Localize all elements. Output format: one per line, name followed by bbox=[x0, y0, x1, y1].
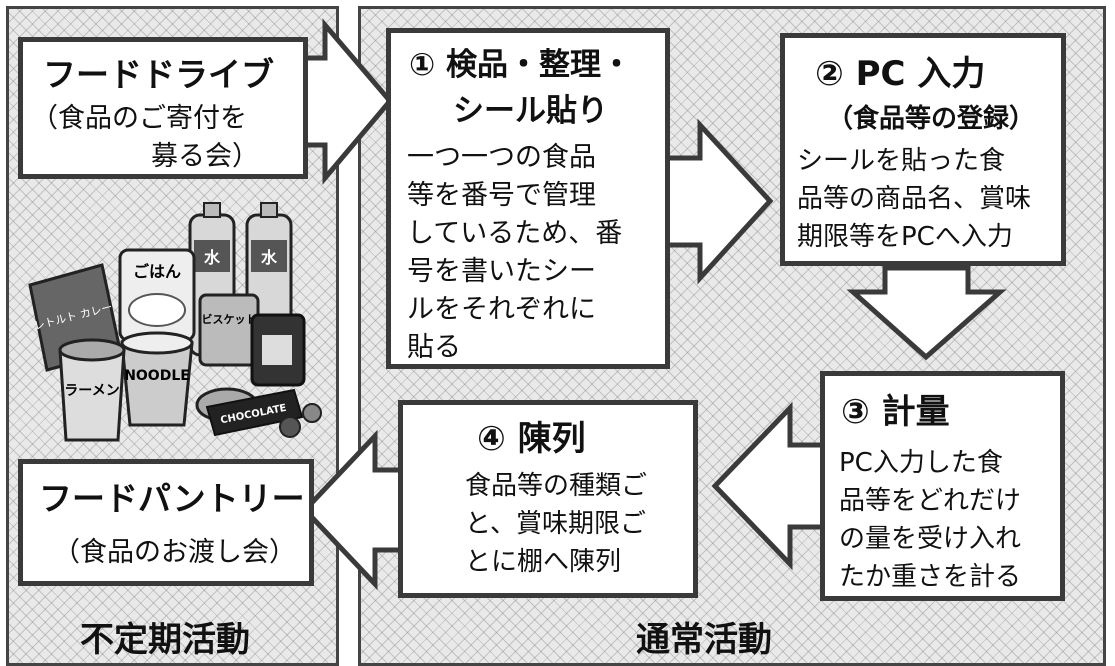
regular-activity-label: 通常活動 bbox=[636, 620, 772, 660]
step2-pc-input-box: ② PC 入力 （食品等の登録） シールを貼った食 品等の商品名、賞味 期限等を… bbox=[780, 33, 1066, 266]
irregular-activity-label: 不定期活動 bbox=[80, 620, 250, 660]
step3-title: ③ 計量 bbox=[841, 392, 950, 432]
donated-food-illustration: 水 水 ごはん レトルト カレー ビスケット NOODLE ラーメン bbox=[28, 202, 322, 442]
food-pantry-box: フードパントリー （食品のお渡し会） bbox=[18, 459, 314, 586]
step4-body-line: 食品等の種類ご bbox=[465, 471, 648, 501]
arrow-step4-to-pantry bbox=[301, 429, 408, 591]
step1-title-line2: シール貼り bbox=[453, 93, 608, 129]
step1-body-line: ルをそれぞれに bbox=[407, 294, 596, 325]
svg-text:ごはん: ごはん bbox=[133, 262, 181, 281]
step2-title: ② PC 入力 bbox=[815, 54, 986, 94]
arrow-step2-to-step3 bbox=[846, 265, 1007, 361]
svg-text:ビスケット: ビスケット bbox=[202, 312, 257, 326]
svg-text:ラーメン: ラーメン bbox=[64, 383, 119, 399]
step1-body-line: 一つ一つの食品 bbox=[407, 142, 596, 173]
step1-title-line1: ① 検品・整理・ bbox=[409, 47, 633, 83]
chocolate-bar-icon: CHOCOLATE bbox=[205, 388, 304, 437]
step3-body-line: 品等をどれだけ bbox=[839, 486, 1022, 516]
food-drive-subtitle-2: 募る会） bbox=[151, 141, 259, 172]
svg-text:水: 水 bbox=[261, 248, 278, 267]
arrow-step3-to-step4 bbox=[711, 401, 828, 571]
candy-icon bbox=[279, 403, 322, 438]
step1-body-line: 号を書いたシー bbox=[407, 256, 596, 287]
step4-display-box: ④ 陳列 食品等の種類ご と、賞味期限ご とに棚へ陳列 bbox=[398, 400, 698, 598]
step1-inspect-sort-label-box: ① 検品・整理・ シール貼り 一つ一つの食品 等を番号で管理 しているため、番 … bbox=[386, 28, 670, 369]
step4-title: ④ 陳列 bbox=[477, 419, 586, 459]
rice-pack-icon: ごはん bbox=[118, 248, 196, 342]
food-drive-box: フードドライブ （食品のご寄付を 募る会） bbox=[18, 37, 308, 179]
svg-text:NOODLE: NOODLE bbox=[124, 368, 190, 384]
step2-subtitle: （食品等の登録） bbox=[827, 104, 1036, 134]
step1-body-line: しているため、番 bbox=[407, 218, 623, 249]
noodle-cup-icon: NOODLE bbox=[120, 331, 194, 427]
step2-body-line: 期限等をPCへ入力 bbox=[797, 222, 1013, 252]
arrow-step1-to-step2 bbox=[662, 118, 774, 285]
step4-body-line: とに棚へ陳列 bbox=[465, 547, 622, 577]
food-drive-title: フードドライブ bbox=[43, 55, 274, 94]
step2-body-line: 品等の商品名、賞味 bbox=[797, 184, 1032, 214]
biscuit-can-icon: ビスケット bbox=[198, 293, 260, 367]
ramen-cup-icon: ラーメン bbox=[58, 338, 126, 442]
step4-body-line: と、賞味期限ご bbox=[465, 509, 646, 539]
step2-body-line: シールを貼った食 bbox=[797, 146, 1006, 176]
arrow-drive-to-step1 bbox=[299, 18, 394, 185]
food-drive-subtitle-1: （食品のご寄付を bbox=[31, 103, 247, 134]
step3-body-line: たか重さを計る bbox=[839, 562, 1022, 592]
food-pantry-subtitle: （食品のお渡し会） bbox=[53, 537, 296, 568]
step3-weighing-box: ③ 計量 PC入力した食 品等をどれだけ の量を受け入れ たか重さを計る bbox=[820, 371, 1065, 601]
food-pantry-title: フードパントリー bbox=[39, 479, 305, 518]
step3-body-line: の量を受け入れ bbox=[839, 524, 1022, 554]
canned-food-icon bbox=[250, 313, 306, 387]
step3-body-line: PC入力した食 bbox=[839, 448, 1003, 478]
step1-body-line: 等を番号で管理 bbox=[407, 180, 596, 211]
step1-body-line: 貼る bbox=[407, 332, 461, 363]
svg-text:水: 水 bbox=[204, 248, 221, 267]
